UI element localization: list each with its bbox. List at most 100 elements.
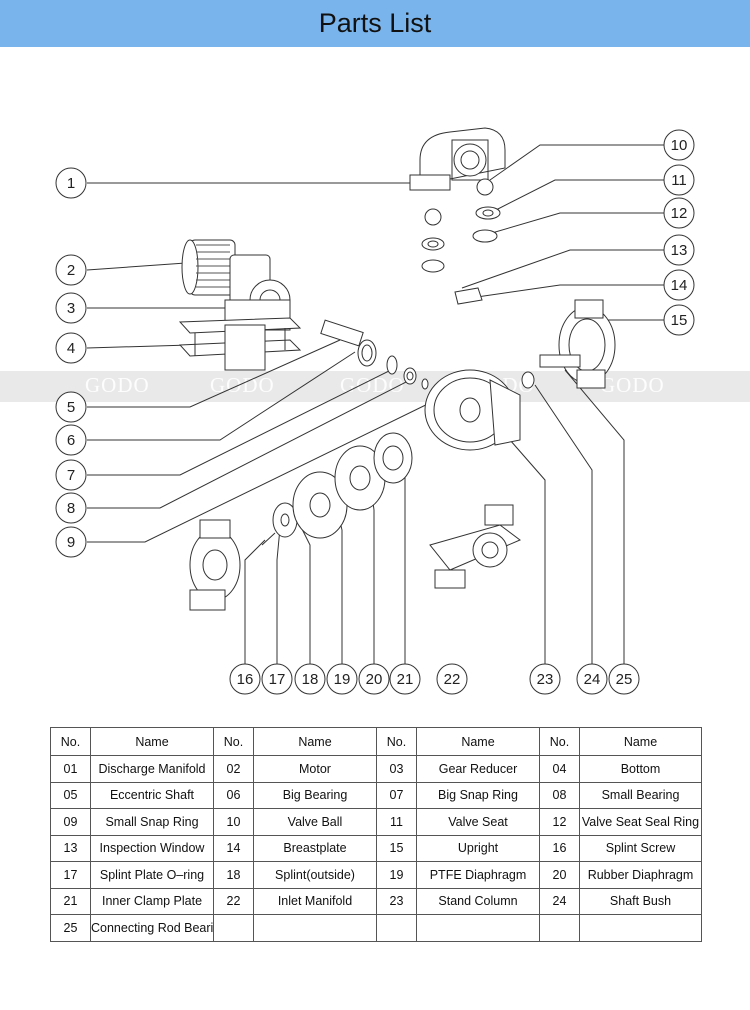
parts-table: No. Name No. Name No. Name No. Name 01 D… xyxy=(50,727,702,942)
cell: 03 xyxy=(376,755,417,783)
callout-19: 19 xyxy=(334,671,351,688)
cell: 13 xyxy=(50,834,91,862)
cell: Discharge Manifold xyxy=(90,755,214,783)
callout-15: 15 xyxy=(671,312,688,329)
watermark-text: GODO xyxy=(600,373,665,397)
cell: 01 xyxy=(50,755,91,783)
callout-5: 5 xyxy=(67,399,75,416)
header-name: Name xyxy=(416,727,540,756)
cell: 16 xyxy=(539,834,580,862)
callout-16: 16 xyxy=(237,671,254,688)
callout-3: 3 xyxy=(67,300,75,317)
callout-25: 25 xyxy=(616,671,633,688)
exploded-pump-diagram: 1 2 3 4 5 6 7 8 9 10 11 12 13 14 15 16 1… xyxy=(55,127,695,695)
cell: 04 xyxy=(539,755,580,783)
table-row: 25 Connecting Rod Bearing xyxy=(50,914,702,942)
page-title: Parts List xyxy=(318,8,432,38)
callout-8: 8 xyxy=(67,500,75,517)
cell: 08 xyxy=(539,781,580,809)
callout-12: 12 xyxy=(671,205,688,222)
cell: Valve Seat xyxy=(416,808,540,836)
header-name: Name xyxy=(253,727,377,756)
cell: Motor xyxy=(253,755,377,783)
cell: 02 xyxy=(213,755,254,783)
header-no: No. xyxy=(213,727,254,756)
cell: Big Snap Ring xyxy=(416,781,540,809)
cell xyxy=(253,914,377,942)
callout-18: 18 xyxy=(302,671,319,688)
cell: 17 xyxy=(50,861,91,889)
cell: 19 xyxy=(376,861,417,889)
cell: Small Bearing xyxy=(579,781,702,809)
cell: 14 xyxy=(213,834,254,862)
cell: Gear Reducer xyxy=(416,755,540,783)
cell: Breastplate xyxy=(253,834,377,862)
cell: 20 xyxy=(539,861,580,889)
table-row: 13 Inspection Window 14 Breastplate 15 U… xyxy=(50,834,702,862)
callout-7: 7 xyxy=(67,467,75,484)
cell: 11 xyxy=(376,808,417,836)
cell: 10 xyxy=(213,808,254,836)
callout-10: 10 xyxy=(671,137,688,154)
cell: Inlet Manifold xyxy=(253,887,377,915)
cell: 23 xyxy=(376,887,417,915)
watermark-band xyxy=(0,371,750,402)
callout-22: 22 xyxy=(444,671,461,688)
cell: 24 xyxy=(539,887,580,915)
cell: Upright xyxy=(416,834,540,862)
table-row: 21 Inner Clamp Plate 22 Inlet Manifold 2… xyxy=(50,887,702,915)
cell: Valve Ball xyxy=(253,808,377,836)
header-name: Name xyxy=(90,727,214,756)
callout-11: 11 xyxy=(671,172,687,189)
cell: Bottom xyxy=(579,755,702,783)
cell: Splint(outside) xyxy=(253,861,377,889)
table-row: 05 Eccentric Shaft 06 Big Bearing 07 Big… xyxy=(50,781,702,809)
cell: 06 xyxy=(213,781,254,809)
callout-2: 2 xyxy=(67,262,75,279)
table-header-row: No. Name No. Name No. Name No. Name xyxy=(50,727,702,756)
cell: 18 xyxy=(213,861,254,889)
header-no: No. xyxy=(376,727,417,756)
callout-14: 14 xyxy=(671,277,688,294)
cell: 15 xyxy=(376,834,417,862)
cell: Inspection Window xyxy=(90,834,214,862)
callout-6: 6 xyxy=(67,432,75,449)
cell: Splint Screw xyxy=(579,834,702,862)
title-banner: Parts List xyxy=(0,0,750,47)
cell: 09 xyxy=(50,808,91,836)
cell xyxy=(213,914,254,942)
watermark-text: GODO xyxy=(340,373,405,397)
callout-1: 1 xyxy=(67,175,75,192)
cell: Inner Clamp Plate xyxy=(90,887,214,915)
cell: 21 xyxy=(50,887,91,915)
table-row: 17 Splint Plate O–ring 18 Splint(outside… xyxy=(50,861,702,889)
cell: 05 xyxy=(50,781,91,809)
watermark-text: GODO xyxy=(85,373,150,397)
cell: PTFE Diaphragm xyxy=(416,861,540,889)
callout-13: 13 xyxy=(671,242,688,259)
cell: Splint Plate O–ring xyxy=(90,861,214,889)
cell: 22 xyxy=(213,887,254,915)
callout-17: 17 xyxy=(269,671,286,688)
cell: Shaft Bush xyxy=(579,887,702,915)
callout-9: 9 xyxy=(67,534,75,551)
table-row: 01 Discharge Manifold 02 Motor 03 Gear R… xyxy=(50,755,702,783)
header-no: No. xyxy=(50,727,91,756)
callout-24: 24 xyxy=(584,671,601,688)
cell: 12 xyxy=(539,808,580,836)
callout-23: 23 xyxy=(537,671,554,688)
cell: Small Snap Ring xyxy=(90,808,214,836)
cell: Stand Column xyxy=(416,887,540,915)
cell xyxy=(376,914,417,942)
cell xyxy=(539,914,580,942)
cell: Valve Seat Seal Ring xyxy=(579,808,702,836)
cell xyxy=(416,914,540,942)
cell xyxy=(579,914,702,942)
cell: Rubber Diaphragm xyxy=(579,861,702,889)
cell: Big Bearing xyxy=(253,781,377,809)
header-no: No. xyxy=(539,727,580,756)
callout-4: 4 xyxy=(67,340,75,357)
cell: Connecting Rod Bearing xyxy=(90,914,214,942)
cell: 07 xyxy=(376,781,417,809)
cell: Eccentric Shaft xyxy=(90,781,214,809)
